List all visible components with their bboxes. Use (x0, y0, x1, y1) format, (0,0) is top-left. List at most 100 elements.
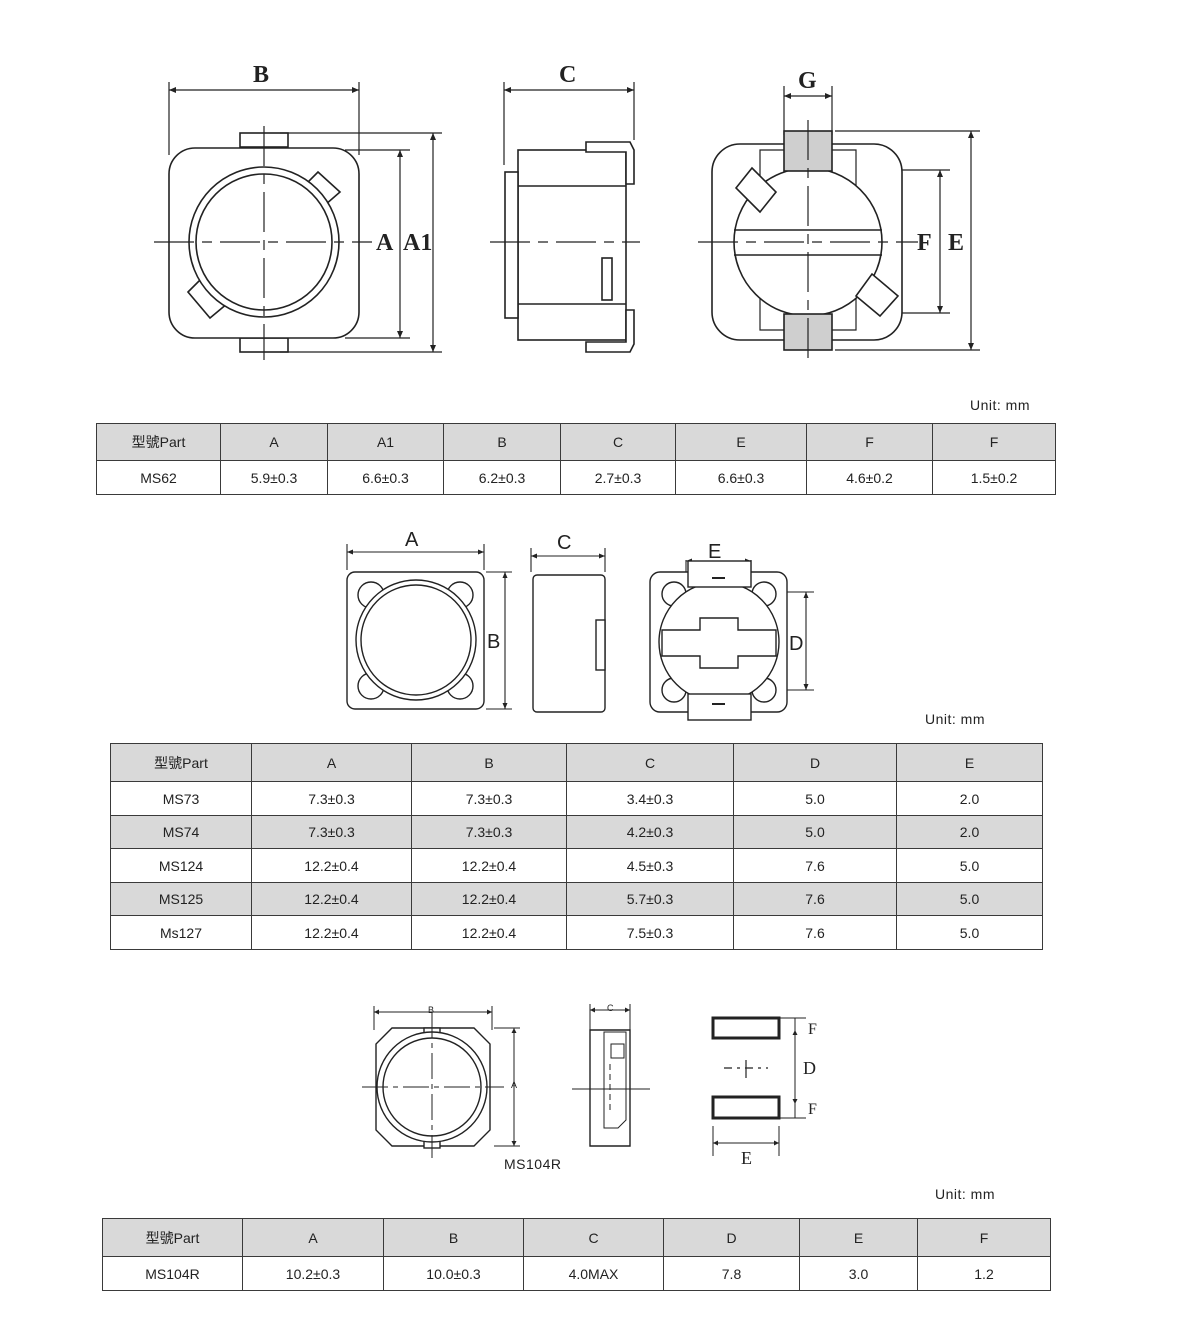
table-cell: 7.8 (663, 1256, 800, 1291)
table-cell: 5.0 (896, 915, 1043, 950)
table-cell: 5.9±0.3 (220, 460, 328, 495)
ms62-label-B: B (253, 62, 269, 88)
table-cell: 12.2±0.4 (411, 915, 567, 950)
ms7x-bottom-view (649, 560, 788, 721)
header-cell: B (443, 423, 561, 461)
table-cell: 1.5±0.2 (932, 460, 1056, 495)
table-cell: 12.2±0.4 (251, 915, 412, 950)
header-cell: A (251, 743, 412, 782)
table-cell: 12.2±0.4 (251, 848, 412, 883)
ms62-label-C: C (559, 62, 576, 88)
table-row: MS124 12.2±0.4 12.2±0.4 4.5±0.3 7.6 5.0 (110, 848, 1043, 883)
header-cell: E (799, 1218, 918, 1257)
header-cell: 型號Part (110, 743, 252, 782)
ms104r-unit: Unit: mm (935, 1186, 995, 1202)
ms7x-drawings: A B C E D (346, 529, 814, 721)
table-cell: 5.0 (896, 882, 1043, 916)
ms104r-label-A: A (511, 1080, 517, 1090)
table-cell: MS74 (110, 815, 252, 849)
header-cell: 型號Part (102, 1218, 243, 1257)
table-header-row: 型號Part A B C D E F (102, 1218, 1051, 1257)
header-cell: 型號Part (96, 423, 221, 461)
table-cell: MS62 (96, 460, 221, 495)
header-cell: D (663, 1218, 800, 1257)
ms62-label-A1: A1 (403, 230, 432, 256)
ms104r-land-pattern (711, 1016, 781, 1120)
header-cell: A (242, 1218, 384, 1257)
table-cell: 12.2±0.4 (411, 882, 567, 916)
header-cell: F (932, 423, 1056, 461)
table-cell: 7.3±0.3 (411, 781, 567, 816)
ms62-top-view (154, 126, 372, 360)
ms7x-dimension-labels: A B C E D (405, 529, 803, 655)
table-cell: 5.0 (896, 848, 1043, 883)
ms104r-label-F-bottom: F (808, 1101, 817, 1118)
header-cell: E (675, 423, 807, 461)
table-cell: 2.0 (896, 815, 1043, 849)
table-cell: 10.2±0.3 (242, 1256, 384, 1291)
ms104r-drawings: B A C F D F E (362, 1003, 817, 1168)
ms104r-spec-table: 型號Part A B C D E F MS104R 10.2±0.3 10.0±… (102, 1218, 1051, 1291)
header-cell: C (523, 1218, 664, 1257)
ms104r-label-B: B (428, 1005, 434, 1015)
table-cell: 1.2 (917, 1256, 1051, 1291)
ms104r-dimension-labels: B A C F D F E (428, 1003, 817, 1168)
ms62-unit: Unit: mm (970, 397, 1030, 413)
table-cell: 4.2±0.3 (566, 815, 734, 849)
table-row: MS62 5.9±0.3 6.6±0.3 6.2±0.3 2.7±0.3 6.6… (96, 460, 1056, 495)
ms104r-caption: MS104R (504, 1156, 562, 1172)
table-cell: 5.0 (733, 815, 897, 849)
ms7x-spec-table: 型號Part A B C D E MS73 7.3±0.3 7.3±0.3 3.… (110, 743, 1043, 950)
table-cell: 10.0±0.3 (383, 1256, 524, 1291)
ms62-label-E: E (948, 230, 964, 256)
ms62-label-G: G (798, 68, 817, 94)
table-cell: MS104R (102, 1256, 243, 1291)
header-cell: D (733, 743, 897, 782)
table-header-row: 型號Part A A1 B C E F F (96, 423, 1056, 461)
table-row: MS125 12.2±0.4 12.2±0.4 5.7±0.3 7.6 5.0 (110, 882, 1043, 916)
header-cell: C (566, 743, 734, 782)
ms7x-label-C: C (557, 532, 571, 554)
header-cell: E (896, 743, 1043, 782)
ms62-dim-lines (168, 82, 980, 353)
header-cell: B (411, 743, 567, 782)
ms104r-label-F-top: F (808, 1021, 817, 1038)
ms104r-label-D: D (803, 1058, 816, 1078)
ms62-dimension-labels: B C G A A1 F E (253, 62, 964, 256)
table-cell: 6.6±0.3 (327, 460, 444, 495)
ms7x-label-A: A (405, 529, 419, 551)
ms7x-unit: Unit: mm (925, 711, 985, 727)
ms104r-label-E: E (741, 1148, 752, 1168)
table-cell: 7.6 (733, 915, 897, 950)
table-cell: 7.5±0.3 (566, 915, 734, 950)
table-cell: Ms127 (110, 915, 252, 950)
header-cell: A1 (327, 423, 444, 461)
table-row: MS104R 10.2±0.3 10.0±0.3 4.0MAX 7.8 3.0 … (102, 1256, 1051, 1291)
table-header-row: 型號Part A B C D E (110, 743, 1043, 782)
table-cell: 7.6 (733, 882, 897, 916)
table-cell: MS125 (110, 882, 252, 916)
table-cell: 4.5±0.3 (566, 848, 734, 883)
ms7x-label-D: D (789, 633, 803, 655)
table-cell: MS124 (110, 848, 252, 883)
ms62-side-view (490, 141, 640, 353)
ms104r-dim-lines (373, 1004, 806, 1156)
table-cell: 2.0 (896, 781, 1043, 816)
ms62-drawings: B C G A A1 F E (154, 62, 980, 362)
ms7x-top-view (346, 571, 485, 710)
ms7x-label-E: E (708, 541, 721, 563)
ms104r-side-view (572, 1029, 650, 1147)
table-cell: 7.3±0.3 (251, 815, 412, 849)
table-row: Ms127 12.2±0.4 12.2±0.4 7.5±0.3 7.6 5.0 (110, 915, 1043, 950)
table-row: MS74 7.3±0.3 7.3±0.3 4.2±0.3 5.0 2.0 (110, 815, 1043, 849)
ms62-spec-table: 型號Part A A1 B C E F F MS62 5.9±0.3 6.6±0… (96, 423, 1056, 495)
header-cell: B (383, 1218, 524, 1257)
table-cell: 12.2±0.4 (251, 882, 412, 916)
ms62-label-F: F (917, 230, 932, 256)
ms104r-top-view (362, 1012, 504, 1158)
table-cell: 3.0 (799, 1256, 918, 1291)
ms62-label-A: A (376, 230, 394, 256)
ms7x-label-B: B (487, 631, 500, 653)
table-cell: 4.0MAX (523, 1256, 664, 1291)
table-cell: 2.7±0.3 (560, 460, 676, 495)
